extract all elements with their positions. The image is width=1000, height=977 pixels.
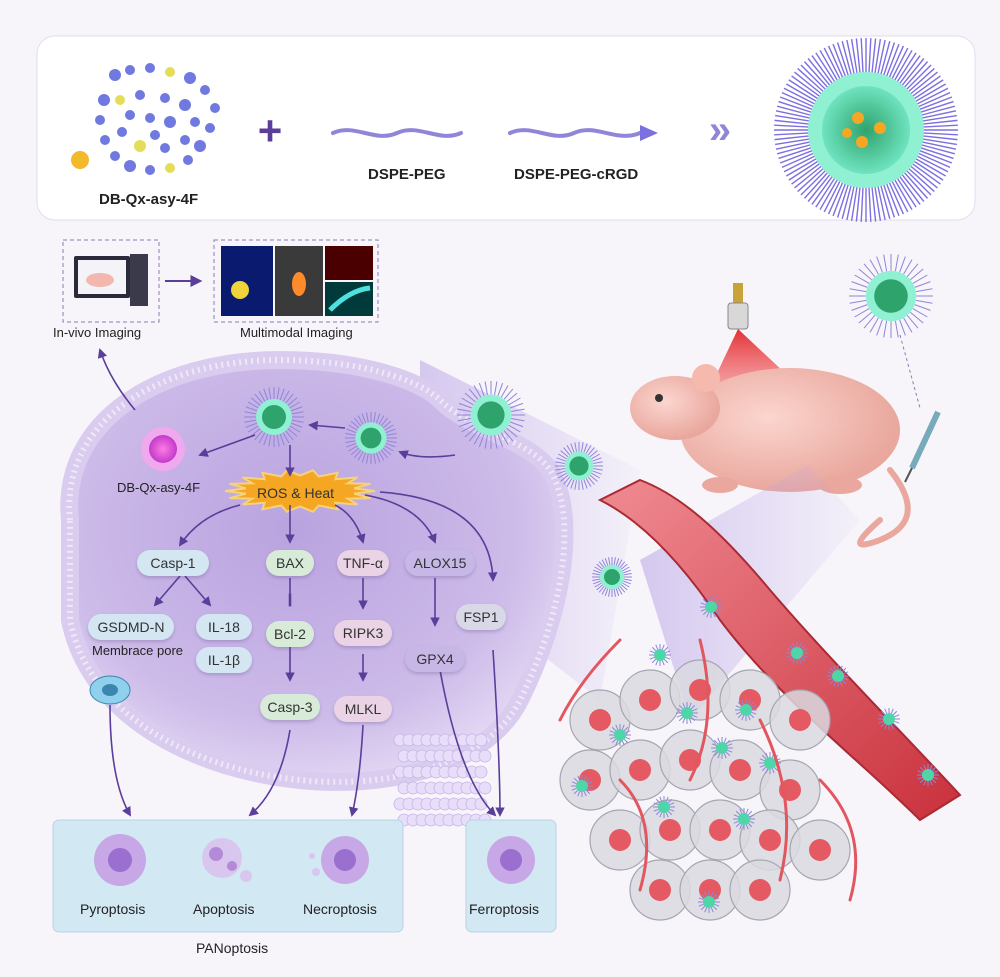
pyroptosis-label: Pyroptosis — [80, 901, 146, 917]
nanoparticle-tumor-icon — [653, 796, 675, 818]
panoptosis-label: PANoptosis — [196, 940, 269, 956]
casp3-node: Casp-3 — [260, 694, 320, 720]
ferroptosis-label: Ferroptosis — [469, 901, 540, 917]
mouse-icon — [630, 364, 911, 548]
gpx4-node: GPX4 — [405, 646, 465, 672]
pyroptosis-cell-icon — [94, 834, 146, 886]
nir-hotspot-icon — [231, 281, 249, 299]
molecule-icon — [71, 63, 220, 175]
mouse-thumbnail-icon — [86, 273, 114, 287]
nanoparticle-small-icon — [555, 442, 603, 490]
nanoparticle-tumor-icon — [649, 644, 671, 666]
mlkl-node: MLKL — [334, 696, 392, 722]
fsp1-node: FSP1 — [456, 604, 506, 630]
released-dye-icon — [141, 427, 185, 471]
bcl2-node: Bcl-2 — [266, 621, 314, 647]
molecule-label: DB-Qx-asy-4F — [99, 191, 199, 208]
in-vivo-imaging-label: In-vivo Imaging — [53, 325, 142, 340]
ros-heat-label: ROS & Heat — [257, 485, 335, 501]
computer-tower-icon — [130, 254, 148, 306]
necroptosis-label: Necroptosis — [303, 901, 377, 917]
tumor-cluster — [559, 659, 851, 921]
fluorescence-image-panel — [325, 246, 373, 280]
apoptosis-cell-icon — [202, 838, 252, 882]
top-panel — [36, 35, 976, 221]
dspe-peg-crgd-label: DSPE-PEG-cRGD — [514, 166, 639, 183]
nanoparticle-tumor-icon — [711, 737, 733, 759]
blood-vessel-icon — [597, 478, 962, 822]
dspe-peg-label: DSPE-PEG — [368, 166, 446, 183]
pa-hotspot-icon — [292, 272, 306, 296]
nanoparticle-tumor-icon — [786, 642, 808, 664]
ripk3-node: RIPK3 — [334, 620, 392, 646]
multimodal-imaging-label: Multimodal Imaging — [240, 325, 353, 340]
nanoparticle-internalized-icon — [244, 387, 304, 447]
dspe-peg-crgd-chain-icon — [508, 128, 642, 138]
membrane-pore-icon — [89, 675, 131, 705]
tumor-capillaries — [558, 638, 858, 902]
casp1-node: Casp-1 — [137, 550, 209, 576]
pathway-arrows — [97, 348, 505, 817]
nanoparticle-tumor-icon — [735, 699, 757, 721]
nanoparticle-tumor-icon — [917, 764, 939, 786]
injection-dashed-line — [899, 334, 921, 409]
gsdmd-n-node: GSDMD-N — [88, 614, 174, 640]
multimodal-box — [213, 239, 379, 323]
plus-sign: + — [258, 107, 283, 154]
necroptosis-cell-icon — [309, 836, 369, 884]
process-chevron-icon: » — [709, 108, 731, 152]
in-vivo-box — [62, 239, 160, 323]
syringe-icon — [904, 410, 941, 483]
il18-node: IL-18 — [196, 614, 252, 640]
bax-node: BAX — [266, 550, 314, 576]
membrane-pore-label: Membrace pore — [92, 643, 184, 658]
nanoparticle-tumor-icon — [878, 708, 900, 730]
membrane-vesicle-stream — [393, 733, 492, 827]
nanoparticle-approaching-icon — [457, 381, 525, 449]
apoptosis-label: Apoptosis — [193, 901, 255, 917]
nanoparticle-tumor-icon — [733, 808, 755, 830]
nir-image-panel — [221, 246, 273, 316]
nanoparticle-entering-icon — [345, 412, 397, 464]
dspe-peg-chain-icon — [331, 128, 463, 138]
nanoparticle-tumor-icon — [698, 891, 720, 913]
nanoparticle-tumor-icon — [676, 702, 698, 724]
nanoparticle-tumor-icon — [827, 665, 849, 687]
ros-heat-burst-icon — [224, 469, 376, 513]
released-dye-label: DB-Qx-asy-4F — [117, 480, 201, 495]
molecule-star-icon — [71, 151, 89, 169]
crgd-arrowhead-icon — [640, 125, 658, 141]
tnf-alpha-node: TNF-α — [337, 550, 389, 576]
nanoparticle-injection-icon — [849, 254, 933, 338]
nanoparticle-tumor-icon — [571, 775, 593, 797]
nanoparticle-tumor-icon — [609, 724, 631, 746]
nanoparticle-large-icon — [774, 38, 958, 222]
alox15-node: ALOX15 — [405, 550, 475, 576]
nanoparticle-small-icon — [592, 557, 632, 597]
nanoparticle-tumor-icon — [700, 596, 722, 618]
ferroptosis-cell-icon — [487, 836, 535, 884]
il1b-node: IL-1β — [196, 647, 252, 673]
vessel-image-trace — [328, 285, 371, 312]
